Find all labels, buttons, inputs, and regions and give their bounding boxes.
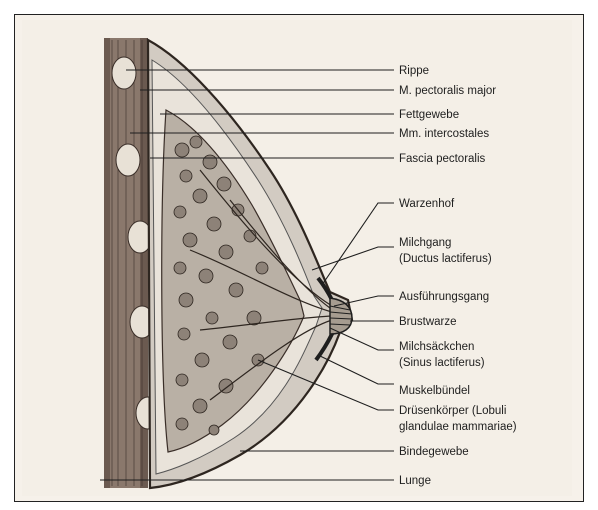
- label-pectoralis-major: M. pectoralis major: [399, 85, 496, 97]
- label-milchgang: Milchgang: [399, 237, 451, 249]
- label-druesenkoerper-sub: glandulae mammariae): [399, 421, 517, 433]
- label-brustwarze: Brustwarze: [399, 316, 457, 328]
- label-lunge: Lunge: [399, 475, 431, 487]
- label-bindegewebe: Bindegewebe: [399, 446, 469, 458]
- label-druesenkoerper: Drüsenkörper (Lobuli: [399, 405, 506, 417]
- label-milchgang-sub: (Ductus lactiferus): [399, 253, 492, 265]
- label-milchsaeckchen: Milchsäckchen: [399, 341, 474, 353]
- label-milchsaeckchen-sub: (Sinus lactiferus): [399, 357, 485, 369]
- label-rippe: Rippe: [399, 65, 429, 77]
- label-intercostales: Mm. intercostales: [399, 128, 489, 140]
- label-fettgewebe: Fettgewebe: [399, 109, 459, 121]
- label-ausfuehrungsgang: Ausführungsgang: [399, 291, 489, 303]
- label-muskelbuendel: Muskelbündel: [399, 385, 470, 397]
- label-warzenhof: Warzenhof: [399, 198, 455, 210]
- label-fascia-pectoralis: Fascia pectoralis: [399, 153, 486, 165]
